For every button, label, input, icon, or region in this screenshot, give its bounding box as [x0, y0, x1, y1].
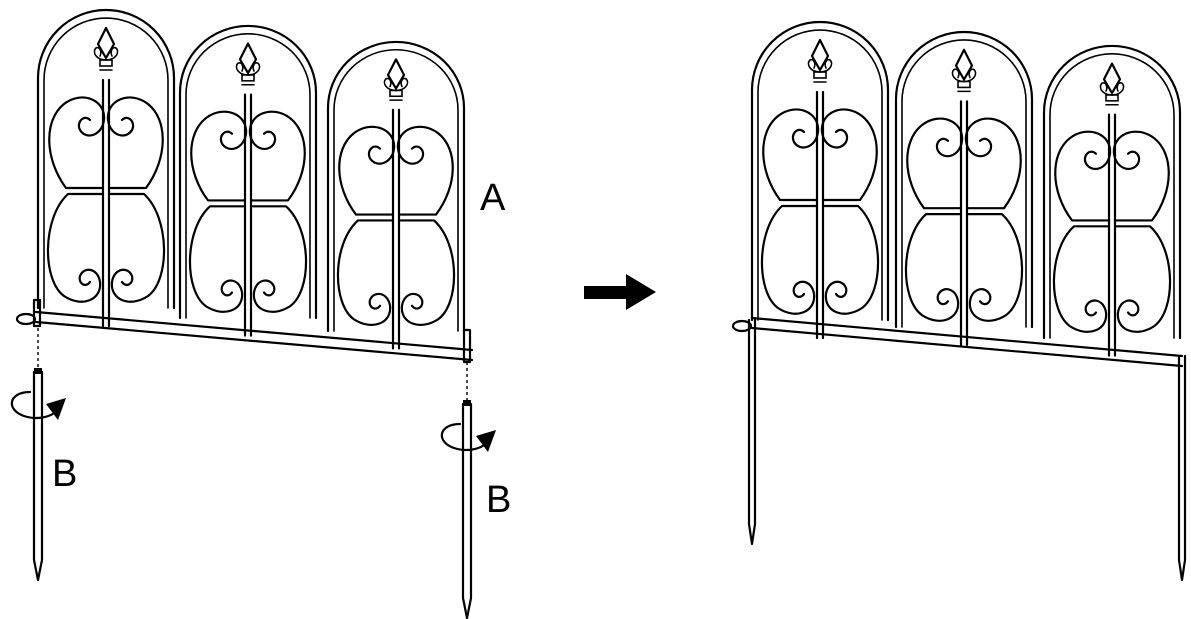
right-arrow-icon [584, 274, 656, 310]
stake-left [32, 328, 44, 582]
fence-panel-after [731, 20, 1184, 368]
label-b-right: B [486, 479, 511, 521]
rotate-arrow-icon [440, 422, 496, 452]
rotate-arrow-icon [10, 390, 66, 420]
stake-left-installed [747, 318, 757, 546]
label-b-left: B [52, 453, 77, 495]
stake-right-installed [1177, 354, 1187, 582]
stake-right [461, 362, 473, 619]
fence-panel-before [15, 8, 474, 364]
label-a: A [480, 177, 506, 219]
